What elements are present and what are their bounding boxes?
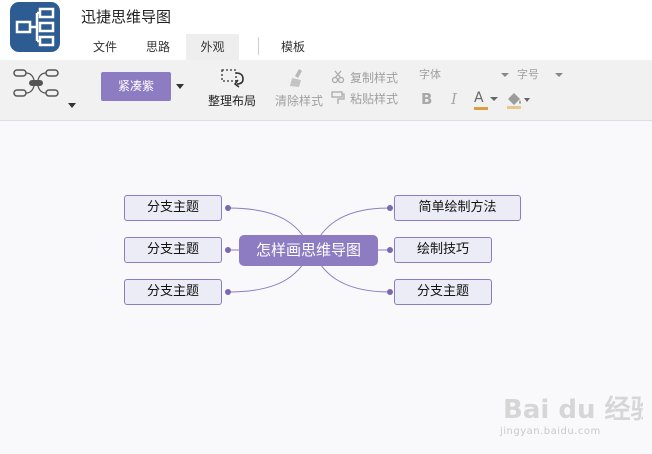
connector-dot — [225, 289, 231, 295]
tab-idea[interactable]: 思路 — [145, 40, 170, 54]
clear-style-button[interactable]: 清除样式 — [275, 94, 324, 108]
arrange-layout-icon[interactable] — [221, 67, 247, 89]
branch-topic-left-2[interactable]: 分支主题 — [124, 237, 222, 263]
tab-template[interactable]: 模板 — [280, 40, 305, 54]
arrange-layout-button[interactable]: 整理布局 — [208, 94, 257, 108]
baidu-paw-logo-icon: Bai du 经验 — [503, 394, 652, 425]
branch-topic-left-3[interactable]: 分支主题 — [124, 279, 222, 305]
app-title: 迅捷思维导图 — [81, 8, 172, 26]
copy-style-icon[interactable] — [331, 69, 345, 88]
mindmap-canvas[interactable] — [0, 121, 652, 454]
branch-topic-right-1[interactable]: 简单绘制方法 — [394, 195, 521, 221]
paste-style-button[interactable]: 粘贴样式 — [350, 92, 399, 106]
size-chevron-down-icon — [555, 73, 563, 77]
mindmap-logo-icon — [15, 7, 55, 47]
mindmap-structure-icon — [13, 69, 76, 108]
theme-button[interactable]: 紧凑紫 — [101, 72, 171, 101]
font-color-swatch — [474, 107, 488, 110]
fill-color-button[interactable] — [505, 90, 531, 110]
font-size-select[interactable]: 字号 — [517, 66, 565, 84]
baidu-watermark: Bai du 经验 — [503, 388, 652, 432]
font-color-icon: A — [474, 90, 484, 106]
copy-style-button[interactable]: 复制样式 — [350, 71, 399, 85]
theme-dropdown-chevron-icon[interactable] — [176, 84, 184, 89]
connector-dot — [225, 205, 231, 211]
font-color-button[interactable]: A — [474, 90, 498, 110]
connector-dot — [387, 247, 393, 253]
font-family-select[interactable]: 字体 — [419, 66, 511, 84]
italic-button[interactable]: I — [451, 90, 457, 108]
font-family-placeholder: 字体 — [419, 68, 441, 81]
connector-dot — [387, 289, 393, 295]
paint-bucket-icon — [507, 93, 530, 109]
branch-topic-right-3[interactable]: 分支主题 — [394, 279, 492, 305]
bold-button[interactable]: B — [421, 90, 433, 108]
font-chevron-down-icon — [501, 73, 509, 77]
tab-divider — [258, 37, 259, 55]
tab-file[interactable]: 文件 — [92, 40, 117, 54]
watermark-url: jingyan.baidu.com — [500, 426, 601, 437]
tab-appearance[interactable]: 外观 — [186, 34, 239, 60]
app-logo — [10, 2, 60, 52]
font-size-placeholder: 字号 — [517, 68, 539, 81]
connector-dot — [225, 247, 231, 253]
watermark-text: Bai du 经验 — [503, 394, 643, 425]
branch-topic-left-1[interactable]: 分支主题 — [124, 195, 222, 221]
central-topic[interactable]: 怎样画思维导图 — [239, 235, 378, 266]
connector-dot — [387, 205, 393, 211]
font-color-chevron-icon — [490, 97, 498, 101]
clear-style-icon[interactable] — [287, 67, 309, 89]
branch-topic-right-2[interactable]: 绘制技巧 — [394, 237, 492, 263]
structure-button[interactable] — [10, 66, 80, 114]
paste-style-icon[interactable] — [331, 90, 345, 109]
